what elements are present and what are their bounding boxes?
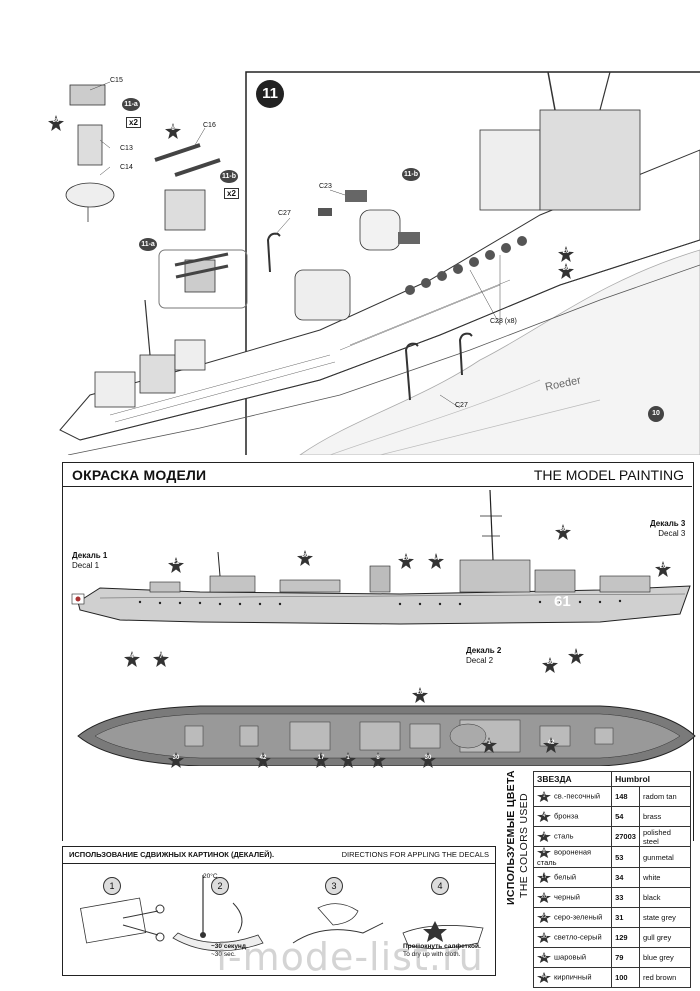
top-star-42-a: 42 xyxy=(255,752,271,768)
ref-10: 10 xyxy=(648,406,664,422)
color-star-icon: 17 xyxy=(537,872,551,883)
x2-label-b: x2 xyxy=(224,188,239,199)
part-label-c23: C23 xyxy=(319,183,332,190)
color-star-icon: 8 xyxy=(537,847,551,858)
side-star-4: 4 xyxy=(124,651,140,667)
top-star-1-b: 1 xyxy=(481,737,497,753)
side-star-20-a: 20 xyxy=(398,553,414,569)
ref-11a: 11-a xyxy=(122,98,140,111)
color-star-icon: 22 xyxy=(537,912,551,923)
decal-directions-title-ru: ИСПОЛЬЗОВАНИЕ СДВИЖНЫХ КАРТИНОК (ДЕКАЛЕЙ… xyxy=(69,850,275,859)
side-star-44-b: 44 xyxy=(568,648,584,664)
paint-star-8: 8 xyxy=(165,123,181,139)
part-label-c28: C28 (x8) xyxy=(490,318,517,325)
top-star-30-c: 30 xyxy=(420,752,436,768)
top-star-20: 20 xyxy=(412,687,428,703)
side-star-30-a: 30 xyxy=(297,550,313,566)
decal-temp-label: 20°C xyxy=(203,873,218,880)
side-star-22: 22 xyxy=(168,557,184,573)
color-star-icon: 30 xyxy=(537,932,551,943)
part-label-c27-upper: C27 xyxy=(278,210,291,217)
ref-11b-main: 11-b xyxy=(402,168,420,181)
paint-star-20-main: 20 xyxy=(558,246,574,262)
colors-header-humbrol: Humbrol xyxy=(611,771,691,787)
colors-vertical-en: THE COLORS USED xyxy=(518,793,530,898)
color-star-icon: 1 xyxy=(537,791,551,802)
paint-star-30-main: 30 xyxy=(558,263,574,279)
colors-header-row: ЗВЕЗДА Humbrol xyxy=(532,771,691,787)
color-star-icon: 44 xyxy=(537,972,551,983)
top-star-30-a: 30 xyxy=(542,657,558,673)
colors-vertical-ru: ИСПОЛЬЗУЕМЫЕ ЦВЕТА xyxy=(505,770,517,905)
decal-step-4: 4 xyxy=(431,877,449,895)
part-label-c16: C16 xyxy=(203,122,216,129)
part-label-c15: C15 xyxy=(110,77,123,84)
side-star-44-a: 44 xyxy=(428,553,444,569)
decal-time-note: ~30 секунд.~30 sec. xyxy=(211,943,248,958)
part-label-c14: C14 xyxy=(120,164,133,171)
painting-title-en: THE MODEL PAINTING xyxy=(533,467,684,483)
part-label-c13: C13 xyxy=(120,145,133,152)
assembly-drawing xyxy=(59,71,700,455)
color-star-icon: 7 xyxy=(537,831,551,842)
paint-star-30-left: 30 xyxy=(48,115,64,131)
side-star-30-b: 30 xyxy=(555,524,571,540)
side-star-20-b: 20 xyxy=(655,561,671,577)
decal-step-3: 3 xyxy=(325,877,343,895)
ref-11a-bottom: 11-a xyxy=(139,238,157,251)
colors-header-zvezda: ЗВЕЗДА xyxy=(532,771,613,787)
decal-directions-box: ИСПОЛЬЗОВАНИЕ СДВИЖНЫХ КАРТИНОК (ДЕКАЛЕЙ… xyxy=(62,846,496,976)
color-star-icon: 42 xyxy=(537,952,551,963)
watermark: i-mode-list.ru xyxy=(216,935,484,979)
top-star-30-b: 30 xyxy=(168,752,184,768)
colors-vertical-heading: ИСПОЛЬЗУЕМЫЕ ЦВЕТА THE COLORS USED xyxy=(505,770,531,905)
decal-steps-illustration xyxy=(80,875,484,952)
top-star-8: 8 xyxy=(370,752,386,768)
top-star-1-a: 1 xyxy=(340,752,356,768)
painting-title-bar: ОКРАСКА МОДЕЛИ THE MODEL PAINTING xyxy=(62,462,692,487)
painting-title-ru: ОКРАСКА МОДЕЛИ xyxy=(72,467,207,483)
decal-step-1: 1 xyxy=(103,877,121,895)
decal-directions-header: ИСПОЛЬЗОВАНИЕ СДВИЖНЫХ КАРТИНОК (ДЕКАЛЕЙ… xyxy=(63,847,495,864)
top-star-42-b: 42 xyxy=(543,737,559,753)
decal-blot-note: Промокнуть салфеткой.To dry up with clot… xyxy=(403,943,481,958)
ship-drawings xyxy=(71,489,696,766)
color-star-icon: 20 xyxy=(537,892,551,903)
ref-11b: 11-b xyxy=(220,170,238,183)
top-star-17: 17 xyxy=(313,752,329,768)
side-star-7: 7 xyxy=(153,651,169,667)
hull-number: 61 xyxy=(554,593,571,610)
step-11-badge: 11 xyxy=(256,80,284,108)
part-label-c27-lower: C27 xyxy=(455,402,468,409)
color-star-icon: 4 xyxy=(537,811,551,822)
painting-frame xyxy=(62,462,694,841)
decal-directions-title-en: DIRECTIONS FOR APPLING THE DECALS xyxy=(341,850,489,859)
x2-label-a: x2 xyxy=(126,117,141,128)
decal-step-2: 2 xyxy=(211,877,229,895)
